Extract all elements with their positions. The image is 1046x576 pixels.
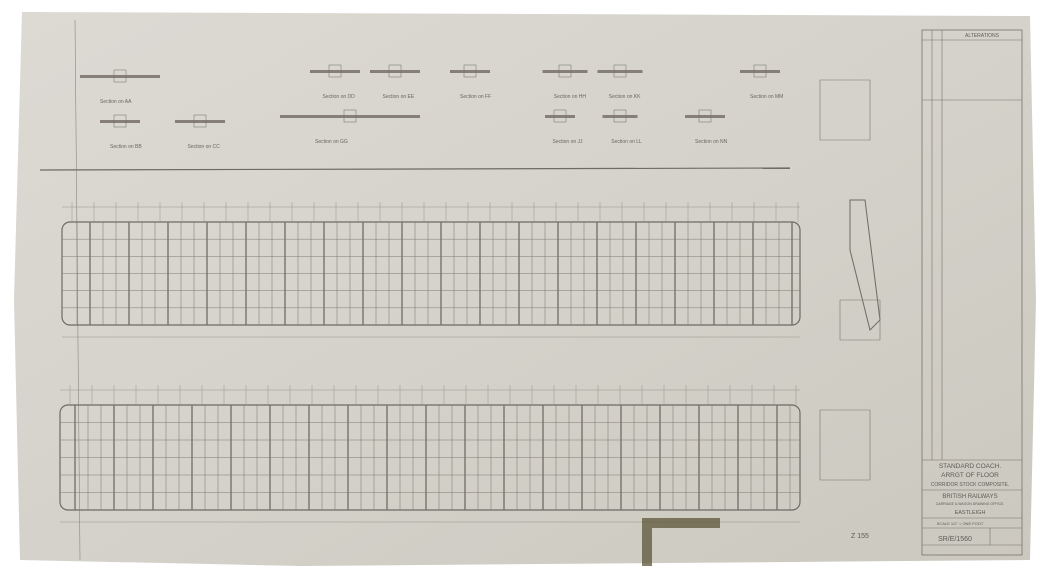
title-line-1: STANDARD COACH. xyxy=(939,463,1002,470)
section-detail: Section on JJ xyxy=(545,109,584,145)
floor-plan-upper xyxy=(61,202,801,338)
section-detail: Section on DD xyxy=(310,64,360,100)
section-label: Section on MM xyxy=(750,94,783,100)
section-label: Section on HH xyxy=(554,94,587,100)
section-label: Section on NN xyxy=(695,139,728,145)
sheet-reference: Z 155 xyxy=(851,533,869,540)
title-block: ALTERATIONS STANDARD COACH. ARRGT OF FLO… xyxy=(921,29,1023,556)
section-detail: Section on AA xyxy=(80,69,160,105)
title-line-4: BRITISH RAILWAYS xyxy=(942,494,997,500)
title-line-6: EASTLEIGH xyxy=(955,510,986,516)
section-label: Section on EE xyxy=(383,94,415,100)
title-line-3: CORRIDOR STOCK COMPOSITE. xyxy=(931,482,1010,488)
section-detail: Section on HH xyxy=(542,64,588,100)
section-detail: Section on NN xyxy=(685,109,728,145)
title-line-5: CARRIAGE & WAGON DRAWING OFFICE. xyxy=(936,502,1005,506)
section-label: Section on LL xyxy=(611,139,642,145)
section-label: Section on GG xyxy=(315,139,348,145)
section-label: Section on FF xyxy=(460,94,491,100)
end-detail xyxy=(819,79,881,481)
section-label: Section on CC xyxy=(188,144,221,150)
section-detail: Section on KK xyxy=(597,64,643,100)
section-label: Section on DD xyxy=(323,94,356,100)
revision-header: ALTERATIONS xyxy=(965,33,1000,39)
section-details: Section on AA Section on BB Section on CC S… xyxy=(39,19,791,561)
section-label: Section on BB xyxy=(110,144,142,150)
section-detail: Section on GG xyxy=(280,109,420,145)
section-detail: Section on MM xyxy=(740,64,783,100)
scale: SCALE 1/2" = ONE FOOT xyxy=(937,521,984,526)
stain-mark xyxy=(642,518,720,566)
section-detail: Section on EE xyxy=(370,64,420,100)
floor-plan-lower xyxy=(59,385,801,523)
section-label: Section on KK xyxy=(609,94,641,100)
section-detail: Section on FF xyxy=(450,64,491,100)
section-label: Section on AA xyxy=(100,99,132,105)
section-detail: Section on LL xyxy=(602,109,642,145)
drawing-number: SR/E/1560 xyxy=(938,536,972,543)
section-detail: Section on CC xyxy=(175,114,225,150)
section-detail: Section on BB xyxy=(100,114,142,150)
title-line-2: ARRGT OF FLOOR xyxy=(941,472,999,479)
section-label: Section on JJ xyxy=(553,139,584,145)
